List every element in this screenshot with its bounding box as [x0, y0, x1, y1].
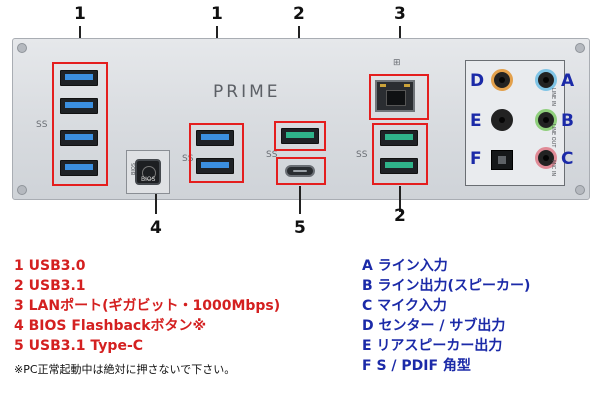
audio-letter-e: E [470, 111, 482, 131]
mic-in-label: MIC IN [550, 160, 556, 177]
lan-led [380, 84, 386, 87]
usb31-port[interactable] [196, 158, 234, 174]
legend-item-usb31: 2 USB3.1 [14, 278, 86, 294]
highlight-usb31-green [274, 121, 326, 151]
audio-letter-d: D [470, 71, 485, 91]
audio-letter-f: F [470, 149, 482, 169]
audio-letter-c: C [561, 149, 574, 169]
legend-item-mic: C マイク入力 [362, 298, 447, 314]
lan-led [404, 84, 410, 87]
audio-letter-b: B [561, 111, 574, 131]
usb31-port[interactable] [196, 130, 234, 146]
leader-type-c [299, 186, 301, 214]
highlight-lan [369, 74, 429, 120]
usb31-port-green[interactable] [380, 130, 418, 146]
usb-type-c-port[interactable] [285, 165, 315, 177]
usb-ss-icon: SS [182, 154, 194, 164]
legend-item-rear-speaker: E リアスピーカー出力 [362, 338, 503, 354]
callout-usb30: 1 [74, 4, 86, 24]
bios-button-label: BIOS [141, 176, 156, 183]
line-out-label: LINE OUT [550, 124, 556, 148]
callout-usb31-right: 2 [394, 206, 406, 226]
callout-lan: 3 [394, 4, 406, 24]
usb30-port[interactable] [60, 70, 98, 86]
usb30-port[interactable] [60, 160, 98, 176]
audio-jack-center-sub[interactable] [491, 69, 513, 91]
bios-flashback-button[interactable] [135, 159, 161, 185]
highlight-usb30 [52, 62, 108, 186]
screw-icon [17, 185, 27, 195]
prime-logo: PRIME [213, 82, 281, 102]
screw-icon [17, 43, 27, 53]
callout-bios: 4 [150, 218, 162, 238]
legend-item-spdif: F S / PDIF 角型 [362, 358, 471, 374]
audio-jack-line-in[interactable] [535, 69, 557, 91]
usb31-port-green[interactable] [281, 128, 319, 144]
bios-flashback-area [126, 150, 170, 194]
audio-letter-a: A [561, 71, 575, 91]
callout-type-c: 5 [294, 218, 306, 238]
callout-usb31-top: 1 [211, 4, 223, 24]
audio-jack-mic[interactable] [535, 147, 557, 169]
highlight-usb31-left [189, 123, 244, 183]
usb30-port[interactable] [60, 130, 98, 146]
legend-item-usb30: 1 USB3.0 [14, 258, 86, 274]
legend-item-lan: 3 LANポート(ギガビット・1000Mbps) [14, 298, 281, 314]
bios-side-label: BIOS [131, 162, 138, 176]
usb31-port-green[interactable] [380, 158, 418, 174]
highlight-usb31-right [372, 123, 428, 185]
usb30-port[interactable] [60, 98, 98, 114]
line-in-label: LINE IN [550, 88, 556, 106]
usb-ss-icon: SS [36, 120, 48, 130]
usb-ss-icon: SS [266, 150, 278, 160]
legend-item-bios: 4 BIOS Flashbackボタン※ [14, 318, 207, 334]
legend-item-center-sub: D センター / サブ出力 [362, 318, 506, 334]
spdif-optical-port[interactable] [491, 150, 513, 170]
legend-item-type-c: 5 USB3.1 Type-C [14, 338, 144, 354]
screw-icon [575, 185, 585, 195]
network-icon: ⊞ [393, 58, 401, 68]
usb-ss-icon: SS [356, 150, 368, 160]
audio-jack-line-out[interactable] [535, 109, 557, 131]
leader-usb31-right [399, 186, 401, 212]
callout-usb31c-top: 2 [293, 4, 305, 24]
footnote: ※PC正常起動中は絶対に押さないで下さい。 [14, 363, 236, 376]
legend-item-line-in: A ライン入力 [362, 258, 448, 274]
leader-bios [155, 194, 157, 214]
screw-icon [575, 43, 585, 53]
highlight-type-c [276, 157, 326, 185]
legend-item-line-out: B ライン出力(スピーカー) [362, 278, 531, 294]
audio-jack-rear-speaker[interactable] [491, 109, 513, 131]
lan-port[interactable] [375, 80, 415, 112]
